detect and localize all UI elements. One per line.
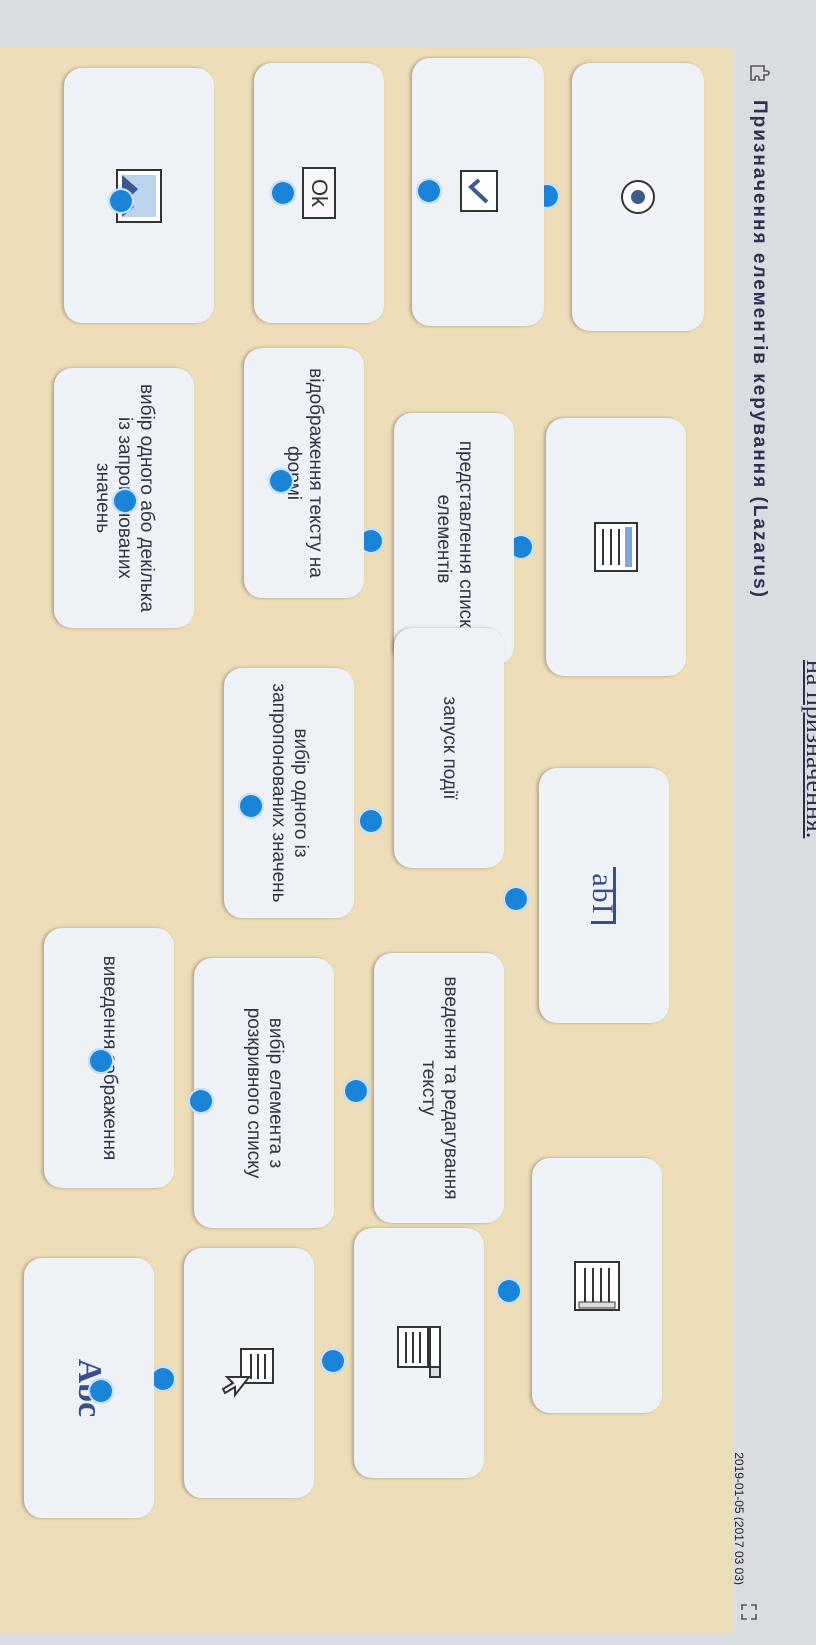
card-checkbox[interactable] bbox=[412, 58, 544, 326]
card-text-edit[interactable]: введення та редагування тексту bbox=[374, 953, 504, 1223]
edit-icon: abI bbox=[587, 867, 620, 924]
combobox-icon bbox=[394, 1323, 444, 1383]
ok-button-icon: Ok bbox=[302, 166, 336, 220]
connector-dot[interactable] bbox=[320, 1348, 346, 1374]
card-text-display[interactable]: відображення тексту на формі bbox=[244, 348, 364, 598]
checkbox-icon bbox=[455, 167, 501, 217]
connector-dot[interactable] bbox=[496, 1278, 522, 1304]
connector-dot[interactable] bbox=[188, 1088, 214, 1114]
exercise-title: Призначення елементів керування (Lazarus… bbox=[749, 100, 770, 599]
connector-dot[interactable] bbox=[112, 488, 138, 514]
connector-dot[interactable] bbox=[268, 468, 294, 494]
connector-dot[interactable] bbox=[88, 1048, 114, 1074]
connector-dot[interactable] bbox=[416, 178, 442, 204]
card-memo[interactable] bbox=[532, 1158, 662, 1413]
card-listbox[interactable] bbox=[546, 418, 686, 676]
card-edit[interactable]: abI bbox=[539, 768, 669, 1023]
listbox-icon bbox=[591, 519, 641, 575]
connector-dot[interactable] bbox=[108, 188, 134, 214]
connector-dot[interactable] bbox=[358, 808, 384, 834]
connector-dot[interactable] bbox=[503, 886, 529, 912]
radio-button-icon bbox=[614, 173, 662, 221]
card-list-cursor[interactable] bbox=[184, 1248, 314, 1498]
connector-dot[interactable] bbox=[343, 1078, 369, 1104]
card-image[interactable] bbox=[64, 68, 214, 323]
card-single-select[interactable]: вибір одного із запропонованих значень bbox=[224, 668, 354, 918]
timestamp: 2019-01-05 (2017 03 03) bbox=[732, 1452, 746, 1585]
card-dropdown-select[interactable]: вибір елемента з розкривного списку bbox=[194, 958, 334, 1228]
card-event-start[interactable]: запуск події bbox=[394, 628, 504, 868]
connector-dot[interactable] bbox=[88, 1378, 114, 1404]
connector-dot[interactable] bbox=[238, 793, 264, 819]
memo-icon bbox=[571, 1258, 623, 1314]
list-cursor-icon bbox=[221, 1343, 277, 1403]
matching-board: abI представлення списку елементів запус… bbox=[0, 48, 734, 1633]
expand-icon[interactable] bbox=[738, 1603, 758, 1623]
connector-dot[interactable] bbox=[270, 180, 296, 206]
card-combobox[interactable] bbox=[354, 1228, 484, 1478]
page-heading: на призначення. bbox=[801, 660, 816, 839]
puzzle-icon bbox=[746, 62, 772, 88]
card-radio-button[interactable] bbox=[572, 63, 704, 331]
